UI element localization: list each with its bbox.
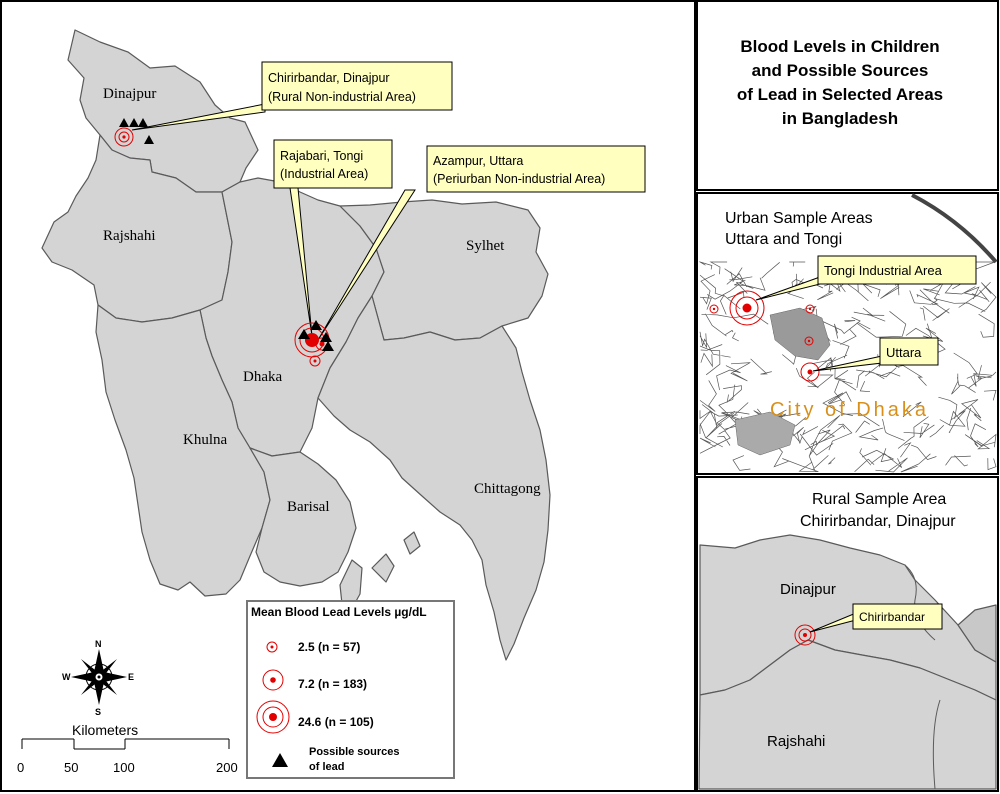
rural-label-dinajpur: Dinajpur — [780, 581, 836, 598]
scale-tick-50: 50 — [64, 760, 78, 775]
hatiya-island — [371, 553, 395, 583]
scale-tick-0: 0 — [17, 760, 24, 775]
scale-tick-200: 200 — [216, 760, 238, 775]
urban-site-small-b — [805, 304, 815, 314]
scale-tick-100: 100 — [113, 760, 135, 775]
urban-site-tongi — [729, 290, 765, 326]
rural-inset-title-line1: Rural Sample Area — [812, 491, 946, 508]
callout-uttara-line2: (Periurban Non-industrial Area) — [433, 172, 605, 186]
urban-callout-uttara-label: Uttara — [886, 345, 922, 360]
urban-callout-uttara: Uttara — [879, 337, 939, 366]
site-chirirbandar — [114, 118, 154, 147]
scale-bar: Kilometers 0 50 100 200 — [17, 722, 238, 775]
south-label: S — [95, 707, 101, 717]
legend-item-low: 2.5 (n = 57) — [266, 640, 360, 654]
label-dinajpur: Dinajpur — [103, 86, 156, 102]
lead-source-marker — [322, 341, 334, 351]
callout-tongi: Rajabari, Tongi (Industrial Area) — [273, 139, 393, 189]
lead-source-marker — [298, 329, 310, 339]
urban-inset-title-line2: Uttara and Tongi — [725, 231, 842, 248]
title-line-1: Blood Levels in Children — [740, 37, 939, 56]
urban-site-small-a — [709, 304, 719, 314]
lead-source-marker — [129, 118, 139, 127]
label-dhaka: Dhaka — [243, 369, 282, 385]
north-arrow-icon — [71, 649, 127, 705]
callout-chirirbandar-line2: (Rural Non-industrial Area) — [268, 90, 416, 104]
urban-site-uttara — [800, 362, 820, 382]
sandwip-island — [403, 531, 421, 555]
rural-callout: Chirirbandar — [852, 603, 943, 630]
rural-inset-boundary-2 — [932, 699, 941, 790]
callout-leaders — [131, 103, 416, 341]
lead-source-marker — [310, 320, 322, 330]
callout-uttara: Azampur, Uttara (Periurban Non-industria… — [426, 145, 646, 193]
scale-bar-units: Kilometers — [72, 722, 138, 738]
title-line-4: in Bangladesh — [782, 109, 898, 128]
division-dhaka-region — [199, 177, 385, 457]
lead-source-marker — [138, 118, 148, 127]
legend-sources-line2: of lead — [309, 761, 344, 773]
legend: Mean Blood Lead Levels µg/dL 2.5 (n = 57… — [246, 600, 455, 779]
title-panel — [696, 0, 999, 191]
urban-inset-boundary-line — [911, 193, 998, 264]
division-barisal-region — [249, 447, 357, 587]
title-line-2: and Possible Sources — [752, 61, 929, 80]
callout-chirirbandar: Chirirbandar, Dinajpur (Rural Non-indust… — [261, 61, 453, 111]
rural-region-right — [957, 604, 997, 663]
division-sylhet-region — [339, 199, 549, 341]
urban-inset-title-line1: Urban Sample Areas — [725, 210, 873, 227]
lead-source-marker — [144, 135, 154, 144]
rural-site-chirirbandar — [794, 624, 816, 646]
urban-site-small-c — [804, 336, 814, 346]
legend-title: Mean Blood Lead Levels µg/dL — [251, 605, 427, 619]
lead-source-legend-marker — [272, 753, 288, 767]
urban-dense-core — [734, 307, 831, 456]
site-dhaka-cluster — [294, 320, 334, 367]
bangladesh-map — [41, 29, 551, 661]
lead-source-marker — [119, 118, 129, 127]
urban-callout-tongi-label: Tongi Industrial Area — [824, 263, 943, 278]
lead-source-marker — [320, 332, 332, 342]
rural-callout-label: Chirirbandar — [859, 610, 925, 624]
title-line-3: of Lead in Selected Areas — [737, 85, 943, 104]
legend-item-sources: Possible sources of lead — [272, 746, 400, 773]
rural-region-rajshahi — [698, 639, 997, 790]
rural-inset-title-line2: Chirirbandar, Dinajpur — [800, 513, 956, 530]
label-rajshahi: Rajshahi — [103, 228, 156, 244]
callout-tongi-line1: Rajabari, Tongi — [280, 149, 363, 163]
rural-label-rajshahi: Rajshahi — [767, 733, 825, 750]
west-label: W — [62, 672, 71, 682]
division-khulna-region — [95, 304, 271, 597]
legend-item-mid: 7.2 (n = 183) — [262, 669, 367, 691]
north-label: N — [95, 639, 102, 649]
east-label: E — [128, 672, 134, 682]
legend-label-low: 2.5 (n = 57) — [298, 640, 360, 654]
urban-callout-leaders — [755, 276, 883, 372]
legend-item-high: 24.6 (n = 105) — [256, 700, 374, 734]
label-chittagong: Chittagong — [474, 481, 541, 497]
callout-uttara-line1: Azampur, Uttara — [433, 154, 523, 168]
callout-chirirbandar-line1: Chirirbandar, Dinajpur — [268, 71, 390, 85]
division-chittagong-region — [317, 295, 551, 661]
legend-sources-line1: Possible sources — [309, 746, 400, 758]
label-barisal: Barisal — [287, 499, 330, 515]
callout-tongi-line2: (Industrial Area) — [280, 167, 368, 181]
legend-label-high: 24.6 (n = 105) — [298, 715, 374, 729]
legend-label-mid: 7.2 (n = 183) — [298, 677, 367, 691]
label-sylhet: Sylhet — [466, 238, 505, 254]
leader-uttara — [317, 189, 416, 341]
label-khulna: Khulna — [183, 432, 228, 448]
urban-city-label: City of Dhaka — [770, 399, 929, 421]
urban-callout-tongi: Tongi Industrial Area — [817, 255, 977, 285]
